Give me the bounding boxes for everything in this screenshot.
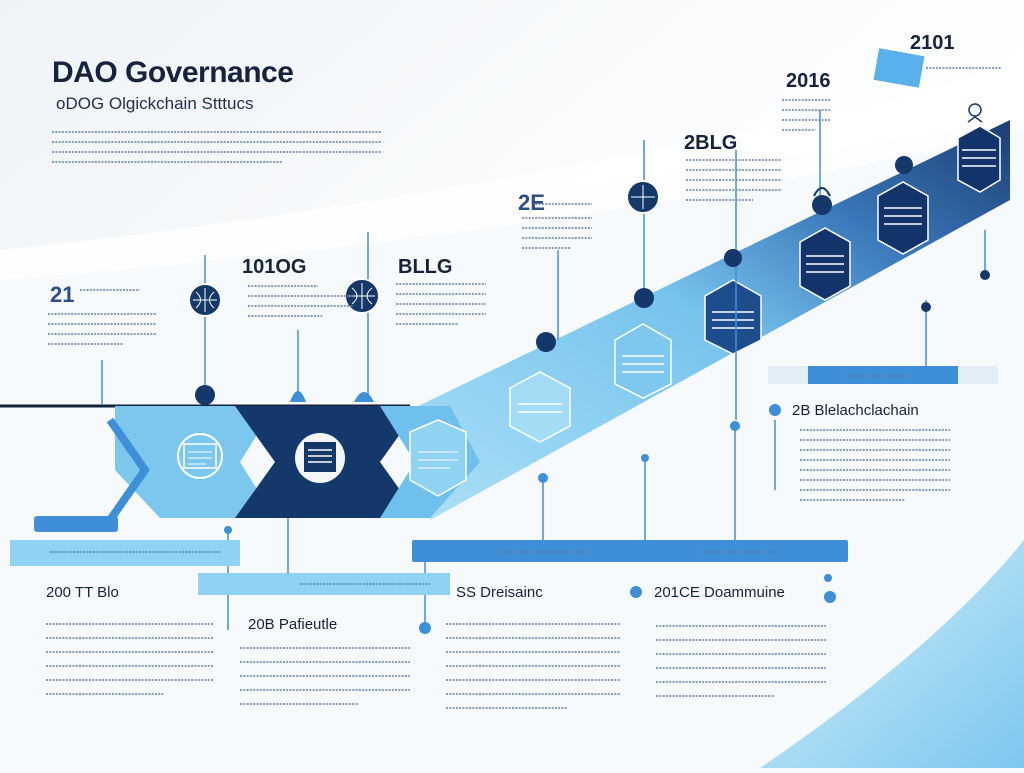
hex-badge-3 <box>704 279 762 355</box>
milestone-label-21: 21 <box>50 282 75 307</box>
hex-badge-4 <box>799 227 851 301</box>
chevron-left-arrow <box>106 417 150 523</box>
milestone-label-2016: 2016 <box>786 70 831 92</box>
shield-icon <box>409 419 467 497</box>
bar-left <box>10 540 240 566</box>
globe-icon <box>344 278 380 314</box>
bottom-label-4: 201CE Doammuine <box>654 584 785 601</box>
year-label-top-right: 2101 <box>910 32 955 54</box>
bottom-label-3: SS Dreisainc <box>456 584 543 601</box>
bell-icon <box>290 391 374 402</box>
ballot-box-icon <box>295 433 345 483</box>
milestone-label-bllg: BLLG <box>398 256 453 278</box>
hex-badge-2 <box>614 323 672 399</box>
chevron-segment-1 <box>115 406 275 518</box>
page-title: DAO Governance <box>52 56 294 89</box>
blue-dots <box>224 404 836 634</box>
padlock-icon <box>724 156 913 267</box>
bottom-label-2: 20B Pafieutle <box>248 616 338 633</box>
page-subtitle: oDOG Olgickchain Stttucs <box>56 94 254 113</box>
background-swoosh <box>0 0 1024 250</box>
milestone-label-101og: 101OG <box>242 256 307 278</box>
hex-badge-6 <box>957 125 1001 193</box>
globe-icon <box>626 180 660 214</box>
hex-badge-5 <box>877 181 929 255</box>
bar-right <box>412 540 848 562</box>
connector-lines <box>101 110 986 630</box>
person-icon <box>967 103 983 123</box>
bottom-label-1: 200 TT Blo <box>46 584 119 601</box>
document-icon <box>177 433 223 479</box>
hex-badge-1 <box>509 371 571 443</box>
text-lines <box>46 67 1002 709</box>
bar-small <box>34 516 118 532</box>
globe-icon <box>188 283 222 317</box>
milestone-label-2e: 2E <box>518 190 545 215</box>
flag-icon <box>873 48 925 88</box>
milestone-label-2blg: 2BLG <box>684 132 738 154</box>
bar-panel <box>808 366 958 384</box>
pin-dots <box>195 270 990 405</box>
corner-accent <box>760 540 1024 768</box>
right-panel-label: 2B Blelachclachain <box>792 402 919 419</box>
background-band <box>0 60 1024 280</box>
